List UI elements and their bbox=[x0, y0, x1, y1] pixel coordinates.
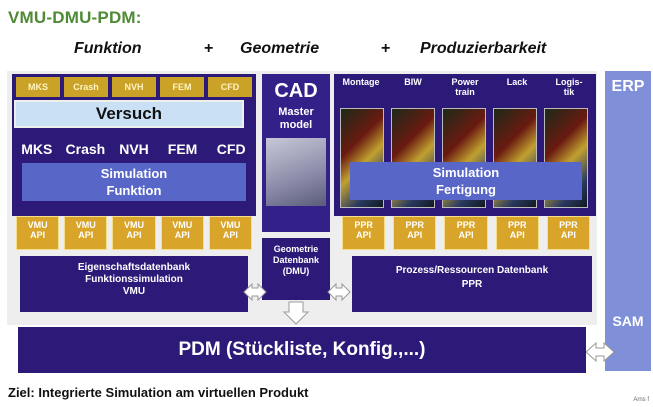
simulation-tab: NVH bbox=[119, 141, 149, 157]
ppr-api-box: PPR API bbox=[342, 216, 386, 250]
ppr-api-box: PPR API bbox=[495, 216, 539, 250]
cad-title: CAD bbox=[274, 80, 318, 102]
simulation-tab: Crash bbox=[65, 141, 106, 157]
vmu-api-box: VMU API bbox=[160, 216, 204, 250]
simulation-funktion-band: Simulation Funktion bbox=[22, 163, 246, 201]
double-arrow-left-icon bbox=[243, 282, 267, 302]
vmu-api-box: VMU API bbox=[64, 216, 108, 250]
erp-column bbox=[605, 71, 651, 371]
simulation-tabs: MKS Crash NVH FEM CFD bbox=[12, 138, 256, 160]
sam-label: SAM bbox=[612, 313, 644, 329]
headline-plus-2: + bbox=[381, 40, 391, 57]
fertigung-column-label: Power train bbox=[451, 77, 479, 97]
versuch-tab: CFD bbox=[208, 77, 252, 97]
arrow-down-icon bbox=[282, 301, 310, 325]
fertigung-column-label: BIW bbox=[404, 77, 422, 87]
vmu-api-box: VMU API bbox=[16, 216, 60, 250]
versuch-tab: FEM bbox=[160, 77, 204, 97]
ppr-api-row: PPR API PPR API PPR API PPR API PPR API bbox=[338, 216, 594, 250]
ziel-caption: Ziel: Integrierte Simulation am virtuell… bbox=[8, 385, 309, 400]
vmu-api-box: VMU API bbox=[208, 216, 253, 250]
double-arrow-right-icon bbox=[327, 282, 351, 302]
simulation-tab: CFD bbox=[216, 141, 246, 157]
versuch-tab: NVH bbox=[112, 77, 156, 97]
versuch-tabs: MKS Crash NVH FEM CFD bbox=[12, 77, 256, 97]
double-arrow-sam-icon bbox=[585, 341, 615, 363]
headline-geometrie: Geometrie bbox=[240, 40, 320, 57]
page-title: VMU-DMU-PDM: bbox=[8, 8, 142, 27]
fertigung-column-label: Lack bbox=[506, 77, 528, 87]
versuch-tab: MKS bbox=[16, 77, 60, 97]
pdm-bar: PDM (Stückliste, Konfig.,...) bbox=[18, 327, 586, 373]
ppr-api-box: PPR API bbox=[546, 216, 591, 250]
cad-model-image bbox=[266, 138, 326, 206]
versuch-bar: Versuch bbox=[14, 100, 244, 128]
fertigung-column-label: Logis- tik bbox=[555, 77, 583, 97]
fertigung-columns: Montage BIW Power train Lack Logis- tik bbox=[336, 77, 594, 113]
ppr-api-box: PPR API bbox=[393, 216, 437, 250]
headline-funktion: Funktion bbox=[74, 40, 142, 57]
fertigung-column-label: Montage bbox=[342, 77, 380, 87]
vmu-api-row: VMU API VMU API VMU API VMU API VMU API bbox=[12, 216, 256, 250]
geometrie-datenbank: Geometrie Datenbank (DMU) bbox=[262, 238, 330, 300]
versuch-tab: Crash bbox=[64, 77, 108, 97]
cad-subtitle: Master model bbox=[278, 106, 314, 131]
simulation-tab: FEM bbox=[167, 141, 198, 157]
simulation-tab: MKS bbox=[21, 141, 53, 157]
corner-credit: Arns f bbox=[633, 397, 649, 403]
erp-label: ERP bbox=[611, 78, 645, 95]
vmu-api-box: VMU API bbox=[112, 216, 156, 250]
headline-plus-1: + bbox=[204, 40, 214, 57]
prozess-ressourcen-datenbank: Prozess/Ressourcen Datenbank PPR bbox=[352, 256, 592, 312]
headline-produzierbarkeit: Produzierbarkeit bbox=[420, 40, 547, 57]
eigenschaftsdatenbank: Eigenschaftsdatenbank Funktionssimulatio… bbox=[20, 256, 248, 312]
simulation-fertigung-band: Simulation Fertigung bbox=[350, 162, 582, 200]
ppr-api-box: PPR API bbox=[444, 216, 488, 250]
